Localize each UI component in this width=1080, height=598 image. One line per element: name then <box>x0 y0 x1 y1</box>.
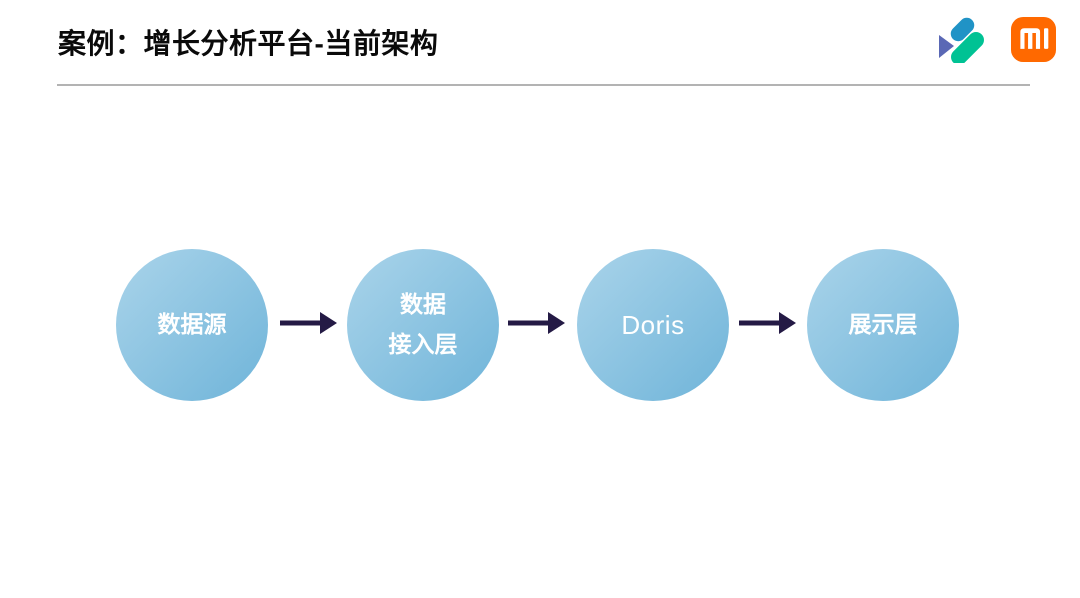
xiaomi-mi-logo-icon <box>1011 17 1056 62</box>
node-data-source: 数据源 <box>116 249 268 401</box>
title-divider <box>57 84 1030 86</box>
flow-arrow-icon <box>739 312 796 334</box>
page-title: 案例：增长分析平台-当前架构 <box>58 28 439 59</box>
node-doris: Doris <box>577 249 729 401</box>
apache-doris-logo-icon <box>936 15 984 65</box>
flow-arrow-icon <box>508 312 565 334</box>
node-display-layer: 展示层 <box>807 249 959 401</box>
flow-arrow-icon <box>280 312 337 334</box>
node-ingestion-layer: 数据 接入层 <box>347 249 499 401</box>
